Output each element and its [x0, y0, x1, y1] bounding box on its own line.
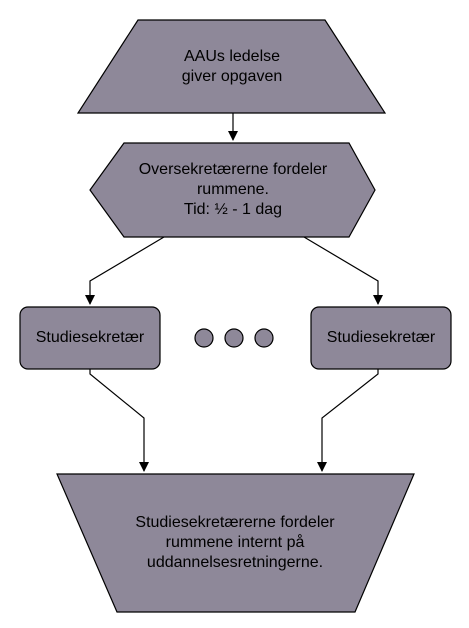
connector-right-to-bottom [317, 369, 379, 472]
bottom-node-line: rummene internt på [165, 533, 305, 551]
top-node-line: AAUs ledelse [183, 47, 281, 65]
right-node-label: Studiesekretær [311, 307, 451, 369]
ellipsis-dot [194, 328, 214, 348]
bottom-inverted-trapezoid-shape [56, 473, 415, 613]
ellipsis-dot [254, 328, 274, 348]
left-node-label: Studiesekretær [20, 307, 160, 369]
middle-node-line: rummene. [196, 181, 269, 198]
middle-hexagon-shape [89, 142, 376, 238]
middle-node-line: Oversekretærerne fordeler [138, 161, 328, 178]
right-process-box [310, 306, 452, 370]
connector-middle-to-left [85, 236, 165, 305]
bottom-node-label: Studiesekretærerne fordeler rummene inte… [90, 480, 380, 605]
left-node-line: Studiesekretær [35, 329, 145, 346]
ellipsis-dots [194, 328, 274, 348]
right-node-line: Studiesekretær [326, 329, 436, 346]
bottom-node-line: uddannelsesretningerne. [146, 553, 324, 571]
middle-node-line: Tid: ½ - 1 dag [183, 201, 283, 218]
ellipsis-dot [224, 328, 244, 348]
top-node-label: AAUs ledelse giver opgaven [90, 20, 374, 113]
top-trapezoid-shape [76, 19, 387, 114]
middle-node-label: Oversekretærerne fordeler rummene. Tid: … [100, 143, 366, 237]
bottom-node-line: Studiesekretærerne fordeler [135, 513, 335, 531]
top-node-line: giver opgaven [181, 67, 283, 85]
connector-middle-to-right [303, 236, 383, 305]
connector-left-to-bottom [89, 369, 149, 472]
